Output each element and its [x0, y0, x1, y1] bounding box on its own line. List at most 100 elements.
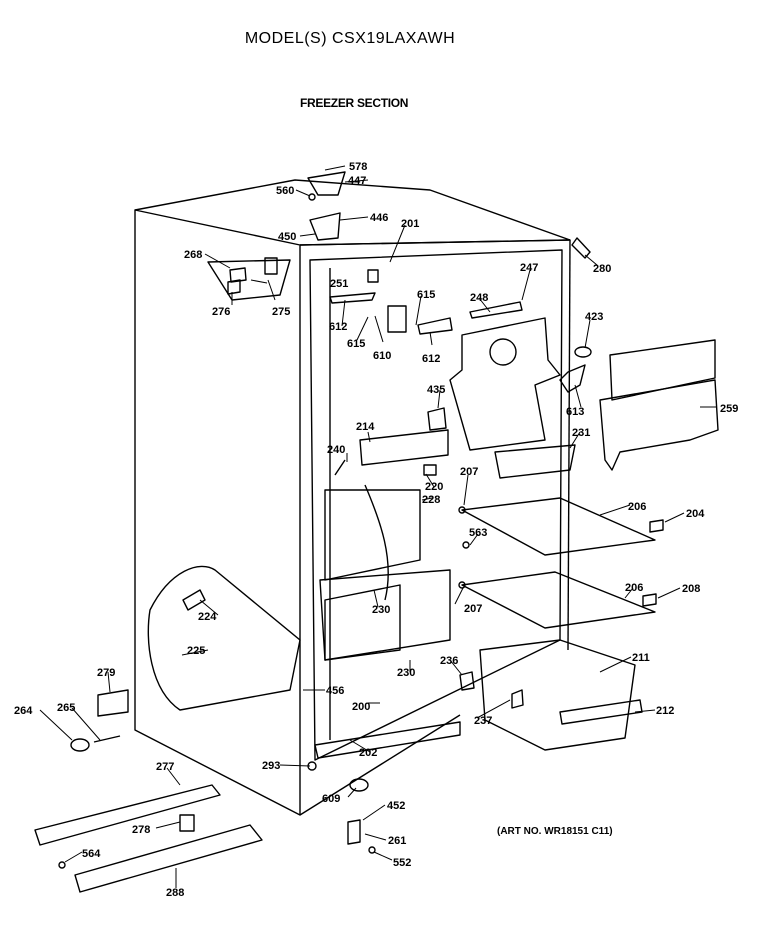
callout-214: 214	[356, 421, 375, 433]
part-279-bracket	[97, 689, 129, 717]
callout-206-upper: 206	[628, 501, 646, 513]
part-236-latch	[459, 671, 475, 691]
part-435-thermostat	[427, 407, 447, 431]
callout-204: 204	[686, 508, 705, 520]
callout-615-top: 615	[417, 289, 435, 301]
part-247-fan-housing	[449, 317, 561, 451]
part-230-heater-upper	[364, 484, 389, 601]
part-212-handle	[559, 699, 643, 725]
part-275-switch	[264, 257, 278, 275]
art-number: (ART NO. WR18151 C11)	[497, 826, 613, 837]
part-251-knob	[367, 269, 379, 283]
part-225-ice-tray	[147, 565, 301, 711]
part-206-shelf-upper	[461, 497, 656, 556]
callout-247: 247	[520, 262, 538, 274]
callout-237: 237	[474, 715, 492, 727]
callout-564: 564	[82, 848, 101, 860]
part-204-bracket	[649, 519, 664, 533]
callout-240: 240	[327, 444, 345, 456]
callout-447: 447	[348, 175, 366, 187]
part-609-cam	[349, 778, 369, 792]
part-240-sensor	[334, 459, 346, 476]
callout-230-lower: 230	[397, 667, 415, 679]
callout-230-mid: 230	[372, 604, 390, 616]
callout-552: 552	[393, 857, 411, 869]
callout-275: 275	[272, 306, 290, 318]
callout-224: 224	[198, 611, 217, 623]
callout-259: 259	[720, 403, 738, 415]
part-228-evaporator	[324, 489, 421, 581]
callout-560: 560	[276, 185, 294, 197]
callout-207-lower: 207	[464, 603, 482, 615]
callout-278: 278	[132, 824, 150, 836]
part-278-clip	[179, 814, 195, 832]
part-288-grille	[74, 824, 263, 893]
part-247-fan-opening	[489, 338, 517, 366]
model-title: MODEL(S) CSX19LAXAWH	[244, 30, 456, 47]
part-268-assembly	[229, 267, 247, 283]
part-214-plate	[359, 429, 449, 466]
callout-276: 276	[212, 306, 230, 318]
part-248-strip	[469, 301, 523, 319]
part-208-bracket	[642, 593, 657, 607]
callout-612-left: 612	[329, 321, 347, 333]
part-612-bracket-right	[417, 317, 453, 335]
callout-201: 201	[401, 218, 419, 230]
callout-578: 578	[349, 161, 367, 173]
callout-225: 225	[187, 645, 205, 657]
part-259-cover	[599, 379, 719, 471]
callout-613: 613	[566, 406, 584, 418]
part-202-track	[314, 721, 461, 759]
part-224-fitting	[182, 589, 206, 611]
part-220-sensor	[423, 464, 437, 476]
part-259-panel	[609, 339, 716, 401]
part-552-screw	[368, 846, 376, 854]
callout-212: 212	[656, 705, 674, 717]
callout-435: 435	[427, 384, 445, 396]
callout-456: 456	[326, 685, 344, 697]
callout-211: 211	[632, 652, 650, 664]
callout-293: 293	[262, 760, 280, 772]
callout-207-upper: 207	[460, 466, 478, 478]
callout-268: 268	[184, 249, 202, 261]
callout-612-right: 612	[422, 353, 440, 365]
part-237-latch	[511, 689, 524, 709]
part-230-heater-lower	[324, 584, 401, 661]
part-612-bracket-left	[329, 292, 376, 304]
callout-200: 200	[352, 701, 370, 713]
part-280-clip	[571, 237, 591, 259]
part-610-switch	[387, 305, 407, 333]
part-446-housing	[309, 212, 341, 241]
callout-202: 202	[359, 747, 377, 759]
callout-231: 231	[572, 427, 590, 439]
part-231-drain	[494, 444, 576, 479]
callout-264: 264	[14, 705, 33, 717]
part-447-bracket	[307, 171, 346, 196]
part-560-screw	[308, 193, 316, 201]
callout-251: 251	[330, 278, 348, 290]
part-277-rail	[34, 784, 221, 846]
part-211-basket	[479, 639, 636, 751]
callout-423: 423	[585, 311, 603, 323]
part-265-screw	[93, 735, 121, 743]
callout-206-lower: 206	[625, 582, 643, 594]
callout-228: 228	[422, 494, 440, 506]
callout-609: 609	[322, 793, 340, 805]
callout-236: 236	[440, 655, 458, 667]
leader-lines	[39, 165, 717, 888]
callout-265: 265	[57, 702, 75, 714]
callout-615-bottom: 615	[347, 338, 365, 350]
callout-288: 288	[166, 887, 184, 899]
part-564-screw	[58, 861, 66, 869]
callout-277: 277	[156, 761, 174, 773]
part-206-shelf-lower	[461, 571, 656, 629]
section-title: FREEZER SECTION	[300, 96, 409, 110]
part-613-fan-blade	[559, 364, 586, 393]
part-207-support-upper	[458, 506, 466, 514]
part-423-motor	[574, 346, 592, 358]
part-200-back-panel	[319, 569, 451, 661]
part-276-clip	[227, 279, 241, 295]
part-207-support-lower	[458, 581, 466, 589]
part-264-plug	[70, 738, 90, 752]
